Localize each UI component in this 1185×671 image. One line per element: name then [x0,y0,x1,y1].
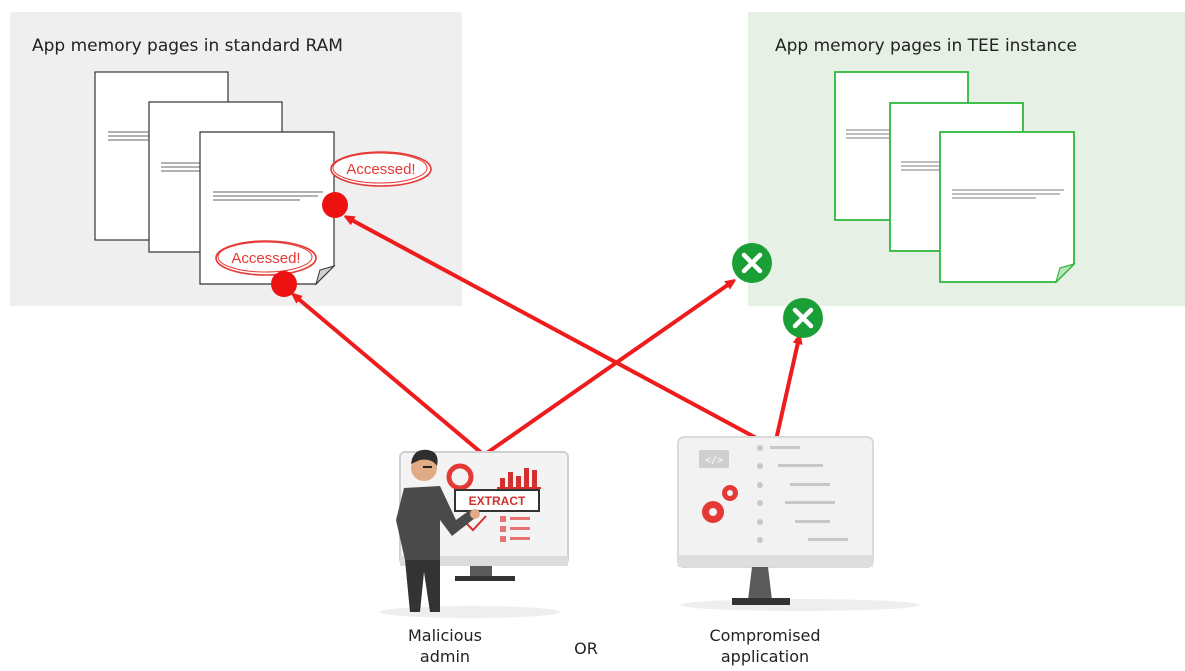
accessed-annotation-top: Accessed! [330,151,432,187]
admin-label: Malicious admin [385,625,505,667]
admin-screen-pie-icon [446,463,474,491]
admin-label-line1: Malicious [407,626,482,645]
application-label-line2: application [720,647,810,666]
tee-page-3 [939,131,1077,285]
application-label: Compromised application [680,625,850,667]
application-label-line1: Compromised [709,626,821,645]
application-workstation-illustration: </> [677,436,920,611]
arrow-admin-to-ram [295,296,486,457]
code-tag-icon: </> [705,455,723,466]
attack-arrows [295,218,799,457]
admin-workstation-illustration: EXTRACT [380,449,569,618]
gear-icon [702,485,738,523]
extract-badge: EXTRACT [469,494,526,508]
admin-person [396,449,480,612]
red-dot-icon [271,271,297,297]
arrow-app-to-tee [774,338,799,441]
red-dot-icon [322,192,348,218]
accessed-label-bottom: Accessed! [231,250,300,267]
ram-panel-title: App memory pages in standard RAM [32,36,343,56]
arrow-app-to-ram [348,218,761,442]
admin-screen-bar-chart-icon [497,468,541,489]
arrow-admin-to-tee [482,282,732,457]
accessed-label-top: Accessed! [346,161,415,178]
x-circle-icon [732,243,772,283]
x-circle-icon [783,298,823,338]
accessed-annotation-bottom: Accessed! [215,240,317,276]
or-separator: OR [574,639,598,658]
admin-label-line2: admin [419,647,471,666]
tee-panel-title: App memory pages in TEE instance [775,36,1077,56]
